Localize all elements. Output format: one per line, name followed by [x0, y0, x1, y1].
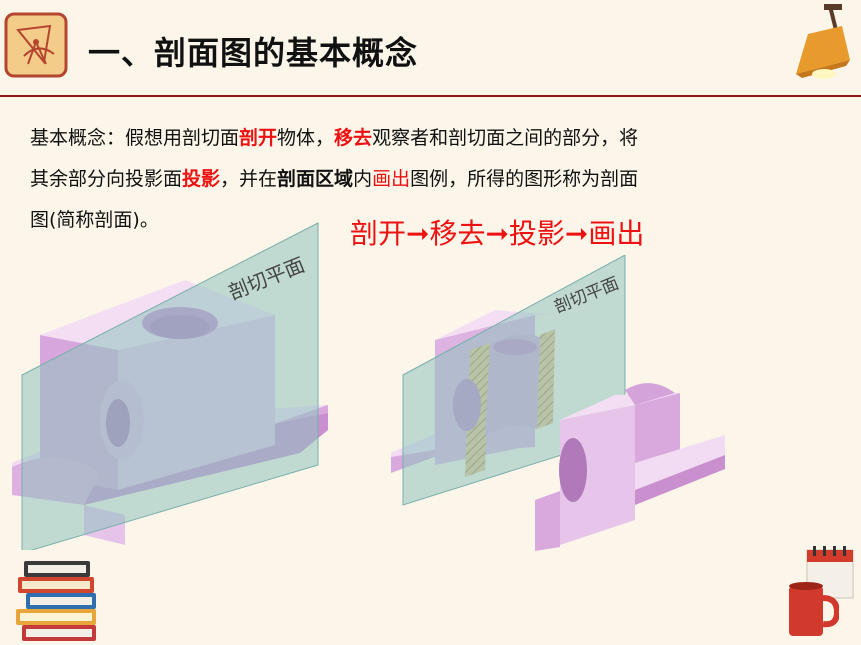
book-stack-icon: [16, 561, 96, 641]
header: 一、剖面图的基本概念: [0, 0, 861, 92]
right-figure: 剖切平面: [391, 255, 725, 551]
left-figure: 剖切平面: [12, 222, 328, 550]
text-run: 图例，所得的图形称为剖面: [410, 168, 639, 190]
text-run: 基本概念：假想用剖切面: [30, 127, 240, 149]
keyword-section-area: 剖面区域: [277, 168, 354, 190]
calendar-icon: [806, 546, 854, 599]
concept-paragraph: 基本概念：假想用剖切面剖开物体，移去观察者和剖切面之间的部分，将 其余部分向投影…: [30, 118, 830, 241]
text-run: 图(简称剖面)。: [30, 209, 159, 231]
compass-ruler-icon: [4, 12, 68, 78]
title-divider: [0, 95, 861, 97]
process-steps: 剖开➞移去➞投影➞画出: [350, 217, 645, 250]
desk-lamp-icon: [796, 4, 850, 79]
mug-icon: [789, 582, 839, 636]
text-run: 观察者和剖切面之间的部分，将: [372, 127, 639, 149]
text-run: 其余部分向投影面: [30, 168, 183, 190]
keyword-draw: 画出: [372, 168, 411, 190]
text-run: 物体，: [277, 127, 335, 149]
keyword-remove: 移去: [334, 127, 373, 149]
keyword-project: 投影: [182, 168, 221, 190]
page-title: 一、剖面图的基本概念: [88, 34, 419, 72]
text-run: 内: [353, 168, 373, 190]
text-run: ，并在: [220, 168, 278, 190]
keyword-cut: 剖开: [239, 127, 278, 149]
